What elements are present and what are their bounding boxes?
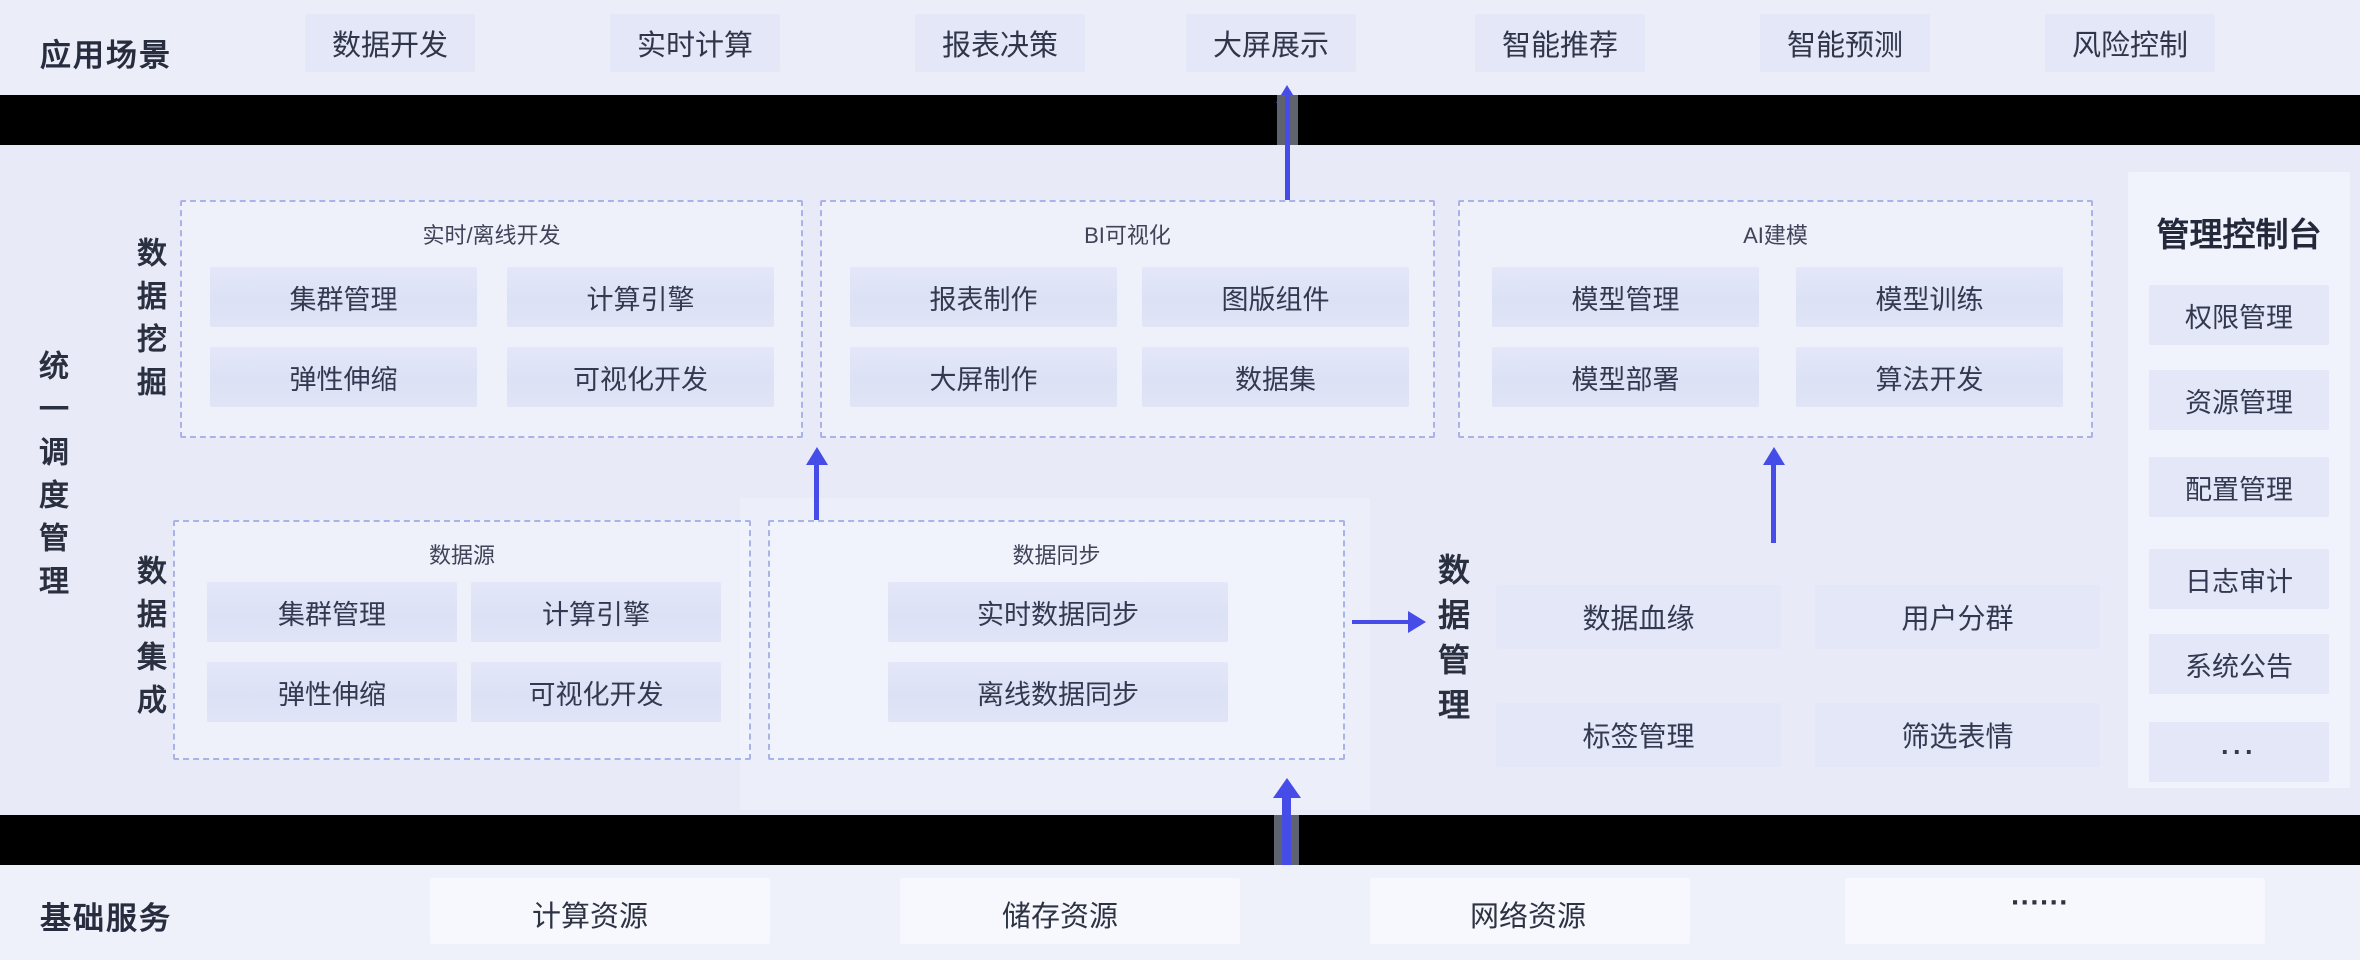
- permission-mgmt-button[interactable]: 权限管理: [2149, 285, 2329, 345]
- console-more-ellipsis[interactable]: ···: [2149, 722, 2329, 782]
- arrow-bar1-segment: [1285, 95, 1290, 145]
- compute-engine-button-2[interactable]: 计算引擎: [471, 582, 721, 642]
- model-mgmt-button[interactable]: 模型管理: [1492, 267, 1759, 327]
- elastic-scaling-button-2[interactable]: 弹性伸缩: [207, 662, 457, 722]
- arrow-bar2-segment: [1282, 815, 1291, 865]
- realtime-sync-button[interactable]: 实时数据同步: [888, 582, 1228, 642]
- report-making-button[interactable]: 报表制作: [850, 267, 1117, 327]
- arrow-base-to-platform-line: [1282, 795, 1291, 815]
- data-source-box: 数据源 集群管理 计算引擎 弹性伸缩 可视化开发: [173, 520, 751, 760]
- visual-dev-button[interactable]: 可视化开发: [507, 347, 774, 407]
- scenario-button-realtime-compute[interactable]: 实时计算: [610, 14, 780, 72]
- scenario-button-risk-control[interactable]: 风险控制: [2045, 14, 2215, 72]
- bi-visualization-title: BI可视化: [1084, 223, 1171, 248]
- offline-sync-button[interactable]: 离线数据同步: [888, 662, 1228, 722]
- arrow-right-icon: [1408, 611, 1426, 633]
- compute-resource-item[interactable]: 计算资源: [531, 901, 649, 933]
- tag-mgmt-button[interactable]: 标签管理: [1496, 703, 1781, 767]
- system-notice-button[interactable]: 系统公告: [2149, 634, 2329, 694]
- log-audit-button[interactable]: 日志审计: [2149, 549, 2329, 609]
- cluster-mgmt-button[interactable]: 集群管理: [210, 267, 477, 327]
- application-scenarios-band: 应用场景 数据开发 实时计算 报表决策 大屏展示 智能推荐 智能预测 风险控制: [0, 0, 2360, 95]
- cluster-mgmt-button-2[interactable]: 集群管理: [207, 582, 457, 642]
- data-lineage-button[interactable]: 数据血缘: [1496, 585, 1781, 649]
- bottom-item-backdrop: [430, 878, 770, 944]
- arrow-up-icon: [1273, 778, 1301, 798]
- elastic-scaling-button[interactable]: 弹性伸缩: [210, 347, 477, 407]
- base-services-band: 基础服务 计算资源 储存资源 网络资源 ······: [0, 865, 2360, 960]
- arrow-up-icon: [806, 447, 828, 465]
- bottom-item-backdrop: [1370, 878, 1690, 944]
- scenario-button-smart-predict[interactable]: 智能预测: [1760, 14, 1930, 72]
- model-deploy-button[interactable]: 模型部署: [1492, 347, 1759, 407]
- ai-modeling-box: AI建模 模型管理 模型训练 模型部署 算法开发: [1458, 200, 2093, 438]
- arrow-sync-to-mgmt-line: [1352, 620, 1408, 624]
- data-integration-label: 数据集成: [132, 555, 165, 727]
- more-resources-ellipsis[interactable]: ······: [2011, 887, 2069, 919]
- platform-main-area: 统一调度管理 数据挖掘 实时/离线开发 集群管理 计算引擎 弹性伸缩 可视化开发…: [0, 85, 2360, 815]
- bottom-item-backdrop: [1845, 878, 2265, 944]
- storage-resource-item[interactable]: 储存资源: [1001, 901, 1119, 933]
- config-mgmt-button[interactable]: 配置管理: [2149, 457, 2329, 517]
- arrow-up-icon: [1763, 447, 1785, 465]
- model-training-button[interactable]: 模型训练: [1796, 267, 2063, 327]
- realtime-offline-dev-box: 实时/离线开发 集群管理 计算引擎 弹性伸缩 可视化开发: [180, 200, 803, 438]
- scenario-button-bigscreen-display[interactable]: 大屏展示: [1186, 14, 1356, 72]
- unified-scheduling-label: 统一调度管理: [34, 350, 67, 608]
- management-console-panel: 管理控制台 权限管理 资源管理 配置管理 日志审计 系统公告 ···: [2128, 172, 2350, 788]
- dataset-button[interactable]: 数据集: [1142, 347, 1409, 407]
- scenario-button-smart-recommend[interactable]: 智能推荐: [1475, 14, 1645, 72]
- network-resource-item[interactable]: 网络资源: [1469, 901, 1587, 933]
- base-services-label: 基础服务: [40, 901, 172, 936]
- arrow-mgmt-to-ai-line: [1771, 463, 1776, 543]
- bottom-item-backdrop: [900, 878, 1240, 944]
- data-source-title: 数据源: [428, 543, 495, 568]
- scenario-button-data-dev[interactable]: 数据开发: [305, 14, 475, 72]
- application-scenarios-label: 应用场景: [40, 38, 172, 73]
- user-grouping-button[interactable]: 用户分群: [1815, 585, 2100, 649]
- data-sync-box: 数据同步 实时数据同步 离线数据同步: [768, 520, 1345, 760]
- filter-expr-button[interactable]: 筛选表情: [1815, 703, 2100, 767]
- bottom-divider-bar: [0, 815, 2360, 865]
- visual-dev-button-2[interactable]: 可视化开发: [471, 662, 721, 722]
- data-sync-title: 数据同步: [1012, 543, 1101, 568]
- arrow-source-to-dev-line: [814, 463, 819, 520]
- algorithm-dev-button[interactable]: 算法开发: [1796, 347, 2063, 407]
- scenario-button-report-decision[interactable]: 报表决策: [915, 14, 1085, 72]
- chart-widgets-button[interactable]: 图版组件: [1142, 267, 1409, 327]
- arrow-bi-to-bigscreen-line: [1285, 103, 1290, 200]
- compute-engine-button[interactable]: 计算引擎: [507, 267, 774, 327]
- realtime-offline-dev-title: 实时/离线开发: [422, 223, 561, 248]
- data-management-label: 数据管理: [1434, 553, 1470, 733]
- management-console-title: 管理控制台: [2156, 216, 2322, 253]
- bi-visualization-box: BI可视化 报表制作 图版组件 大屏制作 数据集: [820, 200, 1435, 438]
- resource-mgmt-button[interactable]: 资源管理: [2149, 370, 2329, 430]
- ai-modeling-title: AI建模: [1743, 223, 1808, 248]
- top-divider-bar: [0, 95, 2360, 145]
- bigscreen-making-button[interactable]: 大屏制作: [850, 347, 1117, 407]
- data-mining-label: 数据挖掘: [132, 237, 165, 409]
